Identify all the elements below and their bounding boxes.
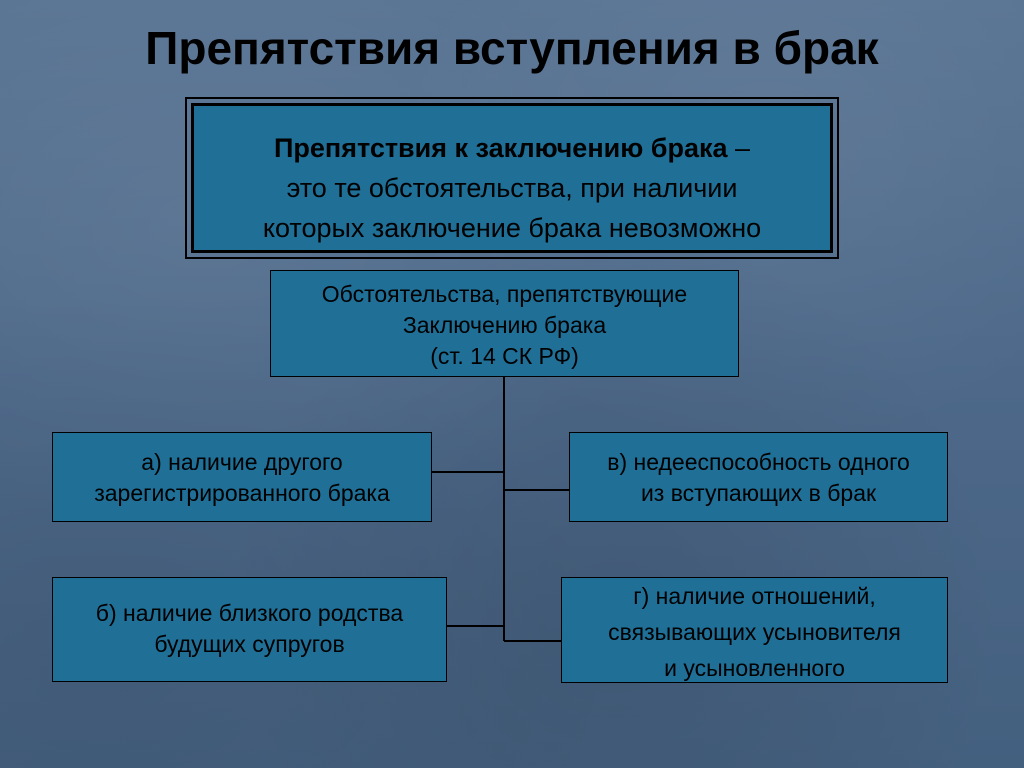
definition-line-1: Препятствия к заключению брака – <box>274 133 750 163</box>
item-box-g: г) наличие отношений, связывающих усынов… <box>561 577 948 683</box>
item-box-b: б) наличие близкого родства будущих супр… <box>52 577 447 682</box>
item-a-line-1: а) наличие другого <box>141 449 343 475</box>
item-g-line-3: и усыновленного <box>664 655 845 681</box>
central-box: Обстоятельства, препятствующие Заключени… <box>270 270 739 377</box>
definition-dash: – <box>727 133 751 163</box>
definition-term: Препятствия к заключению брака <box>273 133 728 163</box>
item-b-line-1: б) наличие близкого родства <box>95 600 404 626</box>
definition-inner-frame: Препятствия к заключению брака – это те … <box>191 103 833 253</box>
definition-box: Препятствия к заключению брака – это те … <box>185 97 839 259</box>
slide-title: Препятствия вступления в брак <box>145 22 879 74</box>
item-v-line-1: в) недееспособность одного <box>607 449 910 475</box>
definition-line-2: это те обстоятельства, при наличии <box>286 173 738 203</box>
item-v-line-2: из вступающих в брак <box>640 480 877 506</box>
item-b-line-2: будущих супругов <box>154 631 345 657</box>
central-line-3: (ст. 14 СК РФ) <box>430 343 579 369</box>
item-box-a: а) наличие другого зарегистрированного б… <box>52 432 432 522</box>
definition-line-3: которых заключение брака невозможно <box>262 213 762 243</box>
item-a-line-2: зарегистрированного брака <box>94 480 390 506</box>
item-box-v: в) недееспособность одного из вступающих… <box>569 432 948 522</box>
central-line-1: Обстоятельства, препятствующие <box>321 281 688 307</box>
definition-text: Препятствия к заключению брака – это те … <box>194 128 830 248</box>
central-line-2: Заключению брака <box>402 312 607 338</box>
item-g-line-2: связывающих усыновителя <box>608 619 901 645</box>
item-g-line-1: г) наличие отношений, <box>633 583 876 609</box>
